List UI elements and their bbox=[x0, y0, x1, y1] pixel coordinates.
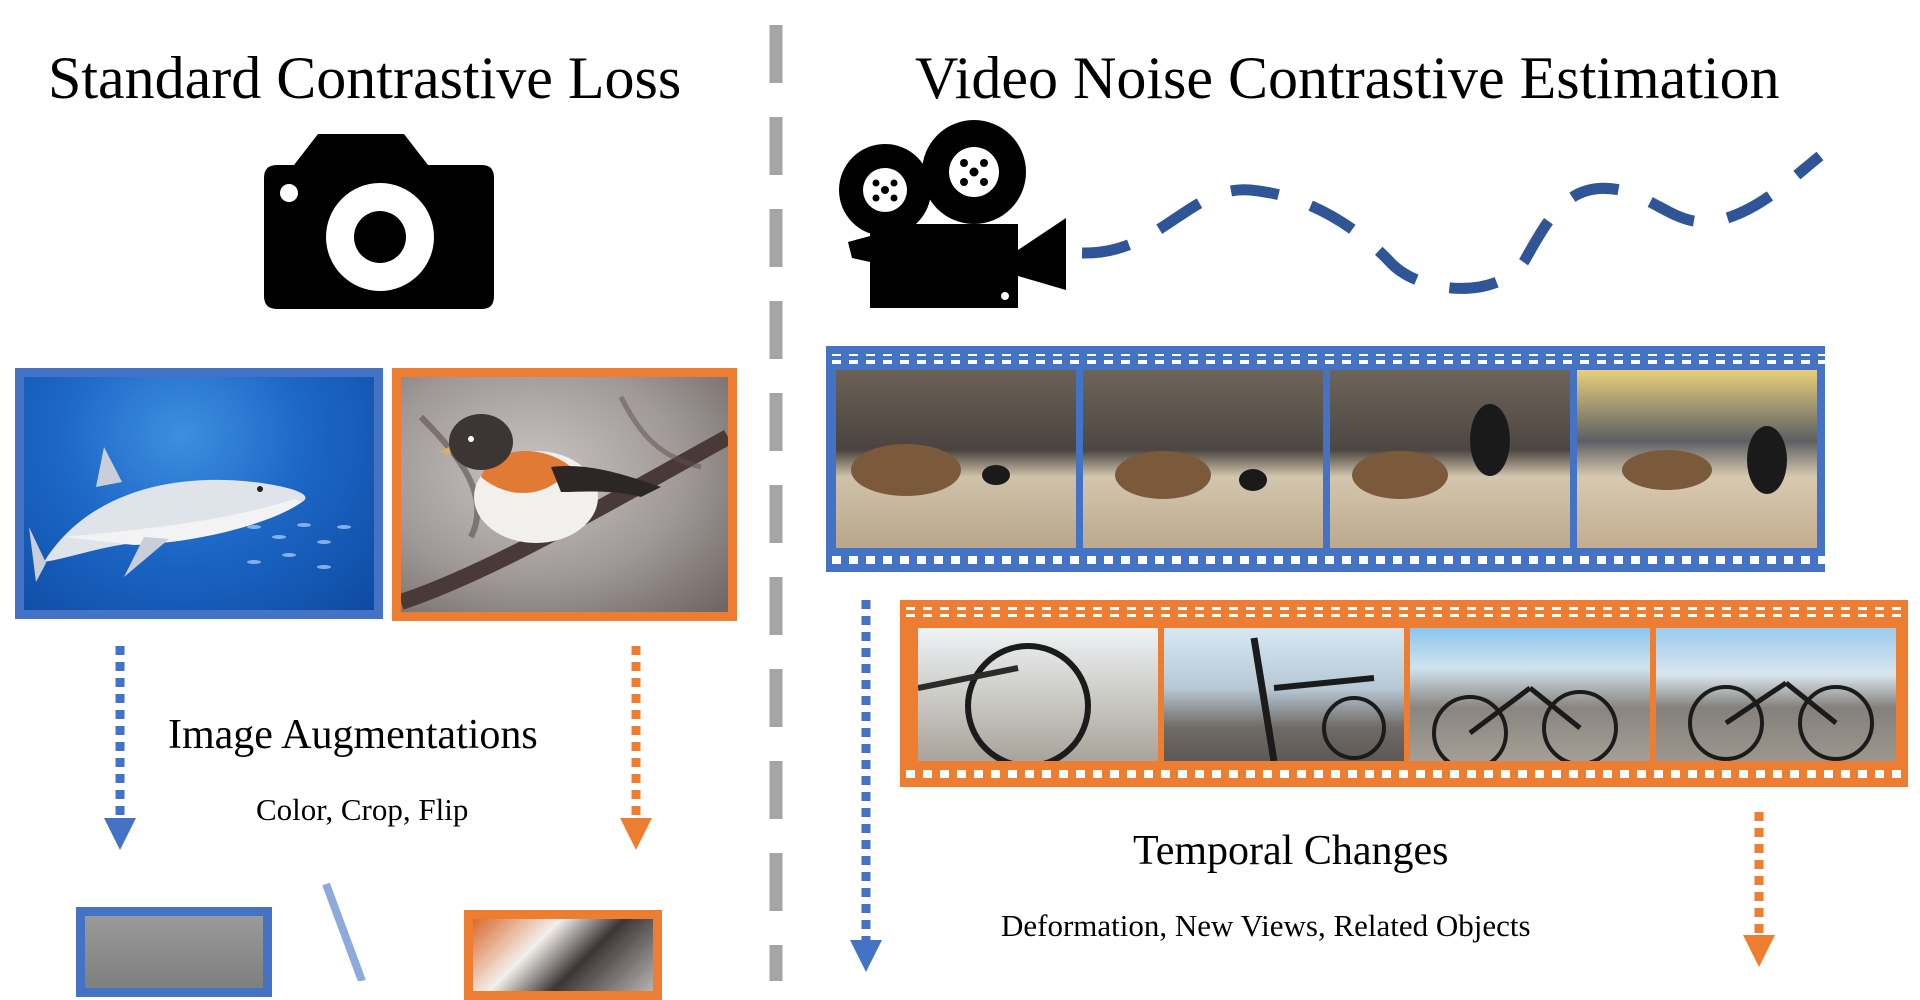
bird-image bbox=[392, 368, 737, 621]
right-panel-title: Video Noise Contrastive Estimation bbox=[915, 45, 1780, 111]
cats-frame-1 bbox=[836, 370, 1076, 548]
augmentation-caption: Color, Crop, Flip bbox=[256, 792, 469, 827]
temporal-changes-title: Temporal Changes bbox=[1133, 828, 1449, 874]
cats-frame-3 bbox=[1330, 370, 1570, 548]
bike-frame-2 bbox=[1164, 628, 1404, 761]
shark-image bbox=[15, 368, 383, 619]
augmentation-title: Image Augmentations bbox=[168, 712, 538, 758]
cats-frame-4 bbox=[1577, 370, 1817, 548]
bike-frame-1 bbox=[918, 628, 1158, 761]
bike-frame-3 bbox=[1410, 628, 1650, 761]
cats-frame-2 bbox=[1083, 370, 1323, 548]
temporal-changes-caption: Deformation, New Views, Related Objects bbox=[1001, 908, 1531, 943]
left-panel-title: Standard Contrastive Loss bbox=[48, 45, 682, 111]
bike-frame-4 bbox=[1656, 628, 1896, 761]
